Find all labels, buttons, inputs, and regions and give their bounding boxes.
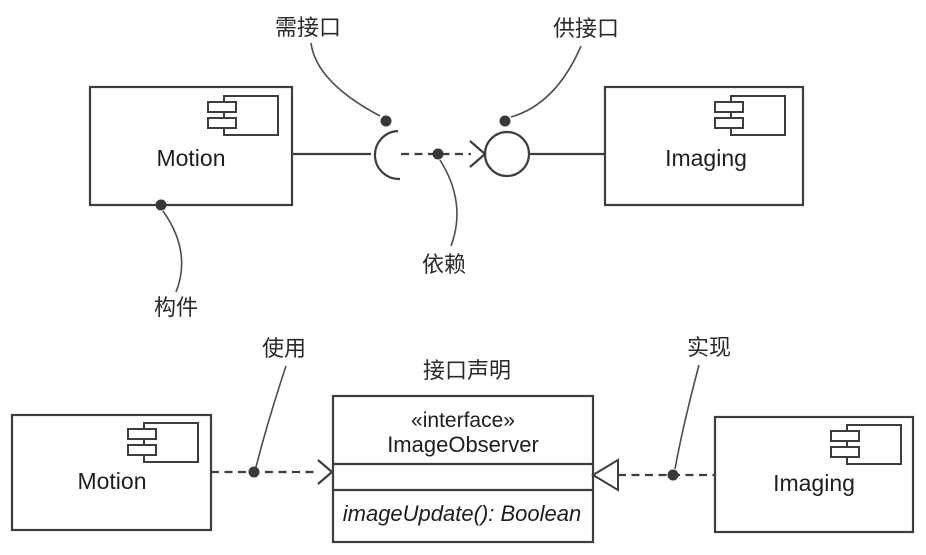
realization-label: 实现 — [687, 335, 731, 360]
realization-dot — [667, 469, 679, 481]
component-label: 构件 — [154, 295, 198, 320]
provided-interface-ball — [483, 130, 531, 178]
dependency-label: 依赖 — [422, 252, 466, 277]
usage-label: 使用 — [262, 336, 306, 361]
component-dot — [155, 199, 167, 211]
required-interface-socket — [373, 129, 401, 181]
dependency-arrowhead — [469, 140, 487, 168]
required-interface-label: 需接口 — [275, 15, 341, 40]
interface-declaration-label: 接口声明 — [423, 358, 511, 383]
top-imaging-label: Imaging — [665, 145, 747, 171]
interface-name: ImageObserver — [387, 432, 539, 457]
interface-class-box — [331, 394, 595, 544]
bottom-motion-label: Motion — [77, 468, 146, 494]
realization-triangle — [591, 458, 619, 492]
component-leader — [162, 210, 183, 293]
provided-interface-leader — [510, 45, 582, 118]
required-interface-leader — [310, 42, 381, 117]
top-motion-label: Motion — [156, 145, 225, 171]
usage-arrowhead — [317, 459, 334, 485]
usage-leader — [255, 365, 287, 468]
dependency-dot — [432, 148, 444, 160]
interface-stereotype: «interface» — [411, 409, 515, 432]
provided-interface-label: 供接口 — [553, 16, 619, 41]
realization-leader — [674, 364, 700, 470]
bottom-imaging-label: Imaging — [773, 470, 855, 496]
component-icon — [830, 424, 902, 465]
dependency-leader — [439, 159, 458, 247]
component-icon — [127, 422, 199, 463]
provided-interface-dot — [499, 115, 511, 127]
interface-operation: imageUpdate(): Boolean — [343, 501, 581, 526]
usage-dot — [248, 466, 260, 478]
required-interface-dot — [380, 115, 392, 127]
component-icon — [714, 95, 786, 136]
component-icon — [207, 95, 279, 136]
